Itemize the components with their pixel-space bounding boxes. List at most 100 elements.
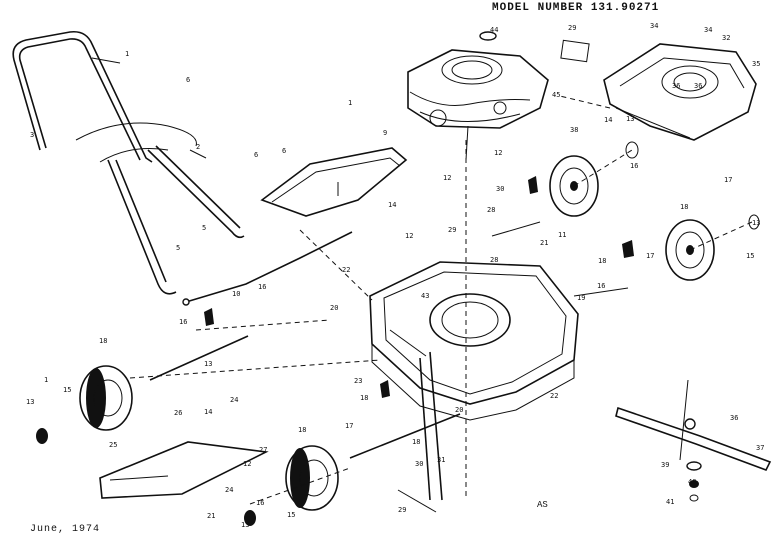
part-label: 39 — [661, 461, 669, 469]
part-label: 13 — [626, 115, 634, 123]
hubcap-13-front — [625, 141, 639, 159]
part-label: 1 — [348, 99, 352, 107]
part-label: 13 — [204, 360, 212, 368]
engine — [407, 31, 549, 161]
axle-rods — [149, 221, 629, 513]
part-label: 17 — [646, 252, 654, 260]
part-label: 6 — [282, 147, 286, 155]
part-label: 16 — [258, 283, 266, 291]
part-label: 15 — [287, 511, 295, 519]
part-label: 22 — [550, 392, 558, 400]
part-label: 24 — [225, 486, 233, 494]
part-label: 13 — [752, 219, 760, 227]
part-label: 32 — [722, 34, 730, 42]
hubcap-13-rear — [244, 510, 256, 526]
part-label: 12 — [405, 232, 413, 240]
part-label: 18 — [360, 394, 368, 402]
part-label: 31 — [437, 456, 445, 464]
part-label: 34 — [704, 26, 712, 34]
decal — [560, 39, 590, 63]
rear-left-wheel — [79, 365, 133, 431]
part-label: 21 — [207, 512, 215, 520]
part-label: 44 — [490, 26, 498, 34]
part-label: 38 — [570, 126, 578, 134]
part-label: 1 — [125, 50, 129, 58]
part-label: 43 — [421, 292, 429, 300]
part-label: 40 — [688, 478, 696, 486]
part-label: 45 — [552, 91, 560, 99]
part-label: 41 — [666, 498, 674, 506]
part-label: 28 — [490, 256, 498, 264]
part-label: 25 — [109, 441, 117, 449]
part-label: 3 — [30, 131, 34, 139]
part-label: 24 — [230, 396, 238, 404]
part-label: 30 — [496, 185, 504, 193]
part-label: 17 — [724, 176, 732, 184]
rear-shield — [99, 441, 269, 499]
height-adjuster-front-left — [528, 176, 538, 194]
upper-handle — [12, 30, 197, 163]
part-label: 28 — [487, 206, 495, 214]
part-label: 16 — [630, 162, 638, 170]
part-label: 5 — [176, 244, 180, 252]
model-number-header: MODEL NUMBER 131.90271 — [492, 2, 660, 14]
part-label: 5 — [202, 224, 206, 232]
blade-adapter — [686, 461, 702, 502]
height-adjuster-front-right — [622, 240, 634, 258]
part-label: 36 — [672, 82, 680, 90]
part-label: 2 — [196, 143, 200, 151]
part-label: 34 — [650, 22, 658, 30]
part-label: 18 — [99, 337, 107, 345]
part-label: 27 — [259, 446, 267, 454]
part-label: 16 — [256, 499, 264, 507]
part-label: 15 — [746, 252, 754, 260]
part-label: 6 — [254, 151, 258, 159]
part-label: 12 — [443, 174, 451, 182]
hubcap-13-left — [36, 428, 48, 444]
part-label: 18 — [680, 203, 688, 211]
part-label: 1 — [44, 376, 48, 384]
part-label: 19 — [577, 294, 585, 302]
part-label: 15 — [63, 386, 71, 394]
part-label: 12 — [243, 460, 251, 468]
part-label: 13 — [26, 398, 34, 406]
part-label: 14 — [388, 201, 396, 209]
rear-right-wheel — [285, 445, 339, 511]
part-label: 23 — [354, 377, 362, 385]
footer-date: June, 1974 — [30, 524, 101, 535]
part-label: 20 — [455, 406, 463, 414]
part-label: 14 — [604, 116, 612, 124]
part-label: 6 — [186, 76, 190, 84]
part-label: 20 — [330, 304, 338, 312]
part-label: 29 — [448, 226, 456, 234]
part-label: 16 — [597, 282, 605, 290]
part-label: 29 — [568, 24, 576, 32]
part-label: 17 — [345, 422, 353, 430]
part-label: 22 — [342, 266, 350, 274]
height-adjuster-rear-left — [204, 308, 214, 326]
part-label: 14 — [204, 408, 212, 416]
part-label: 18 — [598, 257, 606, 265]
part-label: 10 — [232, 290, 240, 298]
part-label: 30 — [415, 460, 423, 468]
blade — [615, 379, 772, 471]
mower-deck — [369, 261, 579, 421]
part-label: 35 — [752, 60, 760, 68]
assembly-lines — [129, 95, 753, 505]
lower-handle — [99, 145, 245, 295]
part-label: 16 — [179, 318, 187, 326]
part-label: 11 — [558, 231, 566, 239]
part-label: 37 — [756, 444, 764, 452]
engine-cover — [603, 43, 757, 141]
part-label: 36 — [730, 414, 738, 422]
part-label: 18 — [298, 426, 306, 434]
part-label: 13 — [241, 521, 249, 529]
part-label: 36 — [694, 82, 702, 90]
part-label: 12 — [494, 149, 502, 157]
control-rod — [182, 231, 353, 306]
part-label: 29 — [398, 506, 406, 514]
part-label: 9 — [383, 129, 387, 137]
hubcap-13-right — [748, 214, 760, 230]
figure-code: AS — [537, 500, 548, 510]
